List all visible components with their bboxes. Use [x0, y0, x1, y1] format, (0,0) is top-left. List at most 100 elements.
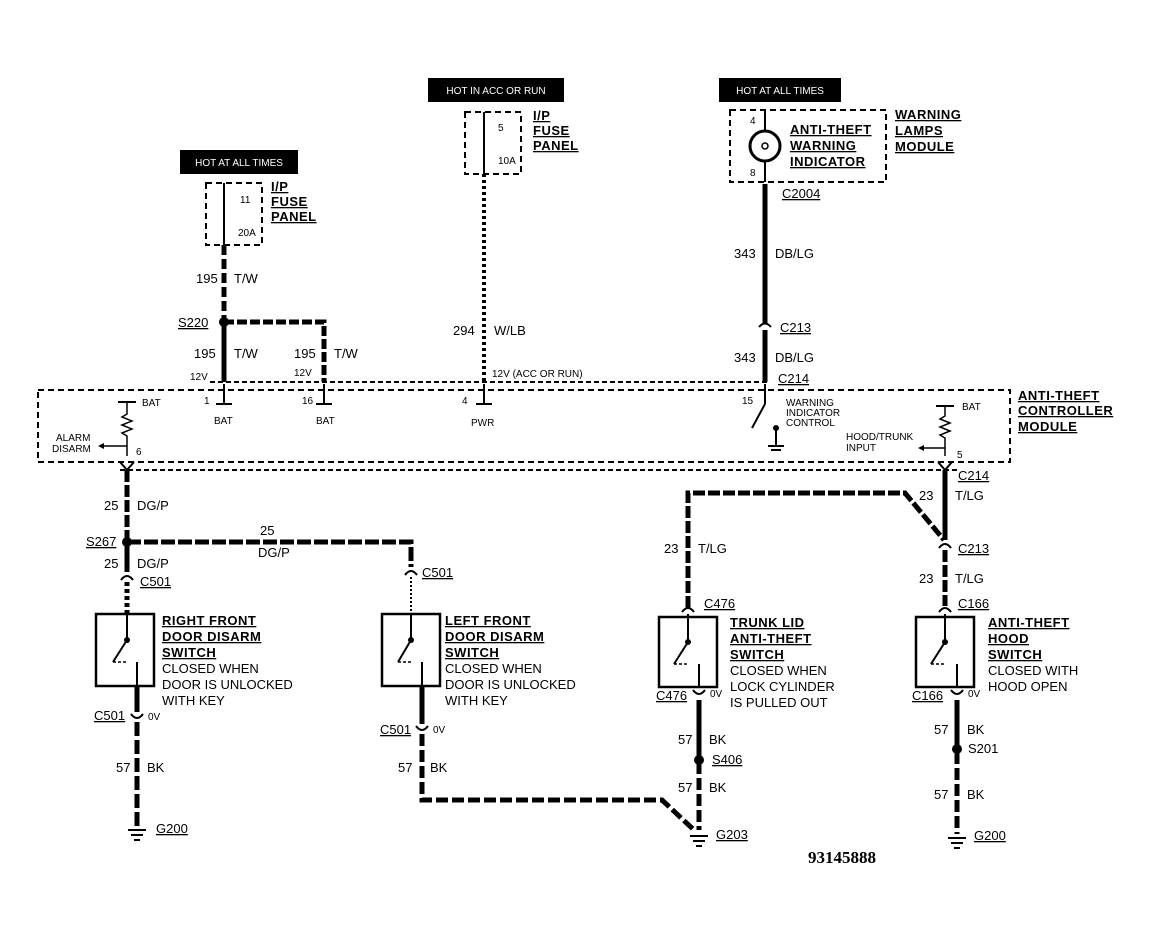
wire-195-number-left: 195: [194, 346, 216, 361]
splice-s220-label: S220: [178, 315, 208, 330]
fuse-left-label-1: I/P: [271, 179, 288, 194]
connector-c476-top: [681, 607, 695, 613]
warning-control-label-2: INDICATOR: [786, 408, 840, 419]
warning-control-label-3: CONTROL: [786, 418, 835, 429]
trunk-switch-title-3: SWITCH: [730, 647, 784, 662]
rf-door-disarm-switch-box: [94, 612, 156, 688]
pin-15-contact: [773, 425, 779, 431]
lf-switch-pivot: [408, 637, 414, 643]
acc-run-label: 12V (ACC OR RUN): [492, 369, 583, 380]
connector-c214-label-top: C214: [778, 371, 809, 386]
fuse-left-label-2: FUSE: [271, 194, 308, 209]
lf-switch-title-2: DOOR DISARM: [445, 629, 544, 644]
connector-c166-top-label: C166: [958, 596, 989, 611]
wire-195-number-upper: 195: [196, 271, 218, 286]
trunk-switch-pivot: [685, 639, 691, 645]
wire-195-color-right: T/W: [334, 346, 359, 361]
wire-57-lf: [419, 734, 696, 832]
hood-trunk-label-2: INPUT: [846, 443, 876, 454]
wire-195-branch: [224, 319, 327, 382]
hood-switch-title-1: ANTI-THEFT: [988, 615, 1070, 630]
wire-57-lf-number: 57: [398, 760, 412, 775]
connector-c501-lf-top-label: C501: [422, 565, 453, 580]
warning-module-label-1: WARNING: [895, 107, 961, 122]
lf-switch-title-3: SWITCH: [445, 645, 499, 660]
hood-switch-title-3: SWITCH: [988, 647, 1042, 662]
hot-label-center: HOT IN ACC OR RUN: [446, 86, 545, 97]
connector-c501-rf-bottom-label: C501: [94, 708, 125, 723]
pin-5-connector: [937, 461, 953, 472]
ground-g200-right-label: G200: [974, 828, 1006, 843]
connector-c213-label-top: C213: [780, 320, 811, 335]
hot-label-right: HOT AT ALL TIMES: [736, 86, 824, 97]
splice-s201-label: S201: [968, 741, 998, 756]
wire-57-hood-color-lower: BK: [967, 787, 985, 802]
connector-c501-rf-bottom: [130, 713, 144, 719]
hood-switch-title-2: HOOD: [988, 631, 1029, 646]
trunk-switch-desc-2: LOCK CYLINDER: [730, 679, 835, 694]
hot-label-center-box: [428, 78, 564, 102]
wire-25-number-branch: 25: [260, 523, 274, 538]
trunk-switch-title-2: ANTI-THEFT: [730, 631, 812, 646]
lf-switch-blade: [397, 639, 412, 663]
connector-c501-lf-top: [404, 570, 418, 576]
ground-g203-label: G203: [716, 827, 748, 842]
pin-15-switch: [751, 403, 766, 429]
lf-switch-title-1: LEFT FRONT: [445, 613, 531, 628]
wire-23-color-upper: T/LG: [955, 488, 984, 503]
hood-switch-pivot: [942, 639, 948, 645]
fuse-panel-center: [464, 111, 522, 175]
controller-label-1: ANTI-THEFT: [1018, 388, 1100, 403]
rf-switch-pivot: [124, 637, 130, 643]
trunk-switch-desc-1: CLOSED WHEN: [730, 663, 827, 678]
indicator-label-3: INDICATOR: [790, 154, 866, 169]
trunk-0v-label: 0V: [710, 689, 723, 700]
fuse-left-pin: 11: [240, 195, 251, 206]
rf-switch-title-3: SWITCH: [162, 645, 216, 660]
lamp-pin-bottom: 8: [750, 168, 756, 179]
pull-up-resistor-left: [119, 402, 135, 456]
fuse-left-rating: 20A: [238, 228, 256, 239]
rf-switch-desc-1: CLOSED WHEN: [162, 661, 259, 676]
connector-c476-bottom-label: C476: [656, 688, 687, 703]
wire-57-hood-number-upper: 57: [934, 722, 948, 737]
hood-switch-desc-2: HOOD OPEN: [988, 679, 1067, 694]
wire-25-branch: [127, 539, 414, 567]
pin-1-label: 1: [204, 396, 210, 407]
pin-5-bat: BAT: [962, 402, 981, 413]
connector-c213-top: [758, 322, 772, 328]
wire-343-color-upper: DB/LG: [775, 246, 814, 261]
pin-6-connector: [119, 461, 135, 472]
wire-57-lf-color: BK: [430, 760, 448, 775]
rf-switch-blade: [112, 639, 128, 663]
pin-4-pwr: PWR: [471, 418, 494, 429]
hot-label-right-box: [719, 78, 841, 102]
wire-343-number-lower: 343: [734, 350, 756, 365]
wire-57-hood-color-upper: BK: [967, 722, 985, 737]
v12-label-left: 12V: [190, 372, 208, 383]
fuse-panel-left: [205, 182, 263, 246]
fuse-left-label-3: PANEL: [271, 209, 317, 224]
lamp-pin-top: 4: [750, 116, 756, 127]
hood-0v-label: 0V: [968, 689, 981, 700]
fuse-center-pin: 5: [498, 123, 504, 134]
connector-c501-rf-top: [120, 575, 134, 581]
wire-23-number-upper: 23: [919, 488, 933, 503]
wire-343-color-lower: DB/LG: [775, 350, 814, 365]
wire-57-rf-color: BK: [147, 760, 165, 775]
wire-25-number-lower: 25: [104, 556, 118, 571]
pin-4-label: 4: [462, 396, 468, 407]
splice-s406-label: S406: [712, 752, 742, 767]
fuse-center-label-3: PANEL: [533, 138, 579, 153]
hot-label-left: HOT AT ALL TIMES: [195, 158, 283, 169]
connector-c166-top: [938, 607, 952, 613]
ground-g200-left-label: G200: [156, 821, 188, 836]
connector-c501-lf-bottom: [415, 725, 429, 731]
connector-c501-lf-bottom-label: C501: [380, 722, 411, 737]
connector-c214-label-bottom: C214: [958, 468, 989, 483]
wire-195-color-upper: T/W: [234, 271, 259, 286]
trunk-switch-desc-3: IS PULLED OUT: [730, 695, 828, 710]
pin-16-label: 16: [302, 396, 314, 407]
